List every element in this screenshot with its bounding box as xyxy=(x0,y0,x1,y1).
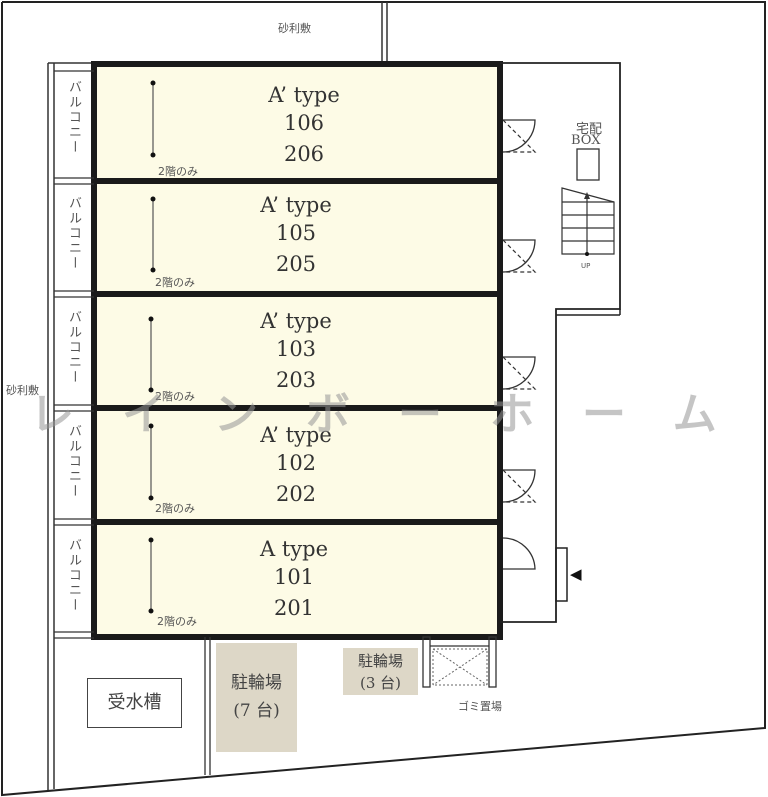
unit-number-1f: 105 xyxy=(275,221,317,245)
unit-105-205[interactable]: A’ type 105 205 xyxy=(216,192,376,280)
unit-type: A’ type xyxy=(260,309,332,333)
water-tank: 受水槽 xyxy=(87,678,182,728)
watermark: レインボーホーム xyxy=(30,389,765,440)
units-fill xyxy=(96,66,498,635)
balcony-label: バルコニー xyxy=(66,196,81,271)
second-floor-only-note: 2階のみ xyxy=(155,276,195,289)
door-swings xyxy=(502,119,536,570)
unit-number-1f: 101 xyxy=(273,565,315,589)
balcony-label: バルコニー xyxy=(66,424,81,499)
entrance-arrow-icon: ◀ xyxy=(570,565,582,583)
garbage-area-label: ゴミ置場 xyxy=(458,700,502,713)
gravel-left-label: 砂利敷 xyxy=(6,384,39,397)
second-floor-only-note: 2階のみ xyxy=(155,390,195,403)
bike-parking-label: 駐輪場 xyxy=(231,673,282,693)
stairs xyxy=(561,187,615,255)
unit-number-2f: 206 xyxy=(283,142,325,166)
unit-number-2f: 202 xyxy=(275,482,317,506)
bike-parking-small[interactable]: 駐輪場 (3 台) xyxy=(343,648,418,695)
balcony-label: バルコニー xyxy=(66,80,81,155)
unit-number-1f: 103 xyxy=(275,337,317,361)
unit-102-202[interactable]: A’ type 102 202 xyxy=(216,422,376,510)
unit-number-2f: 205 xyxy=(275,252,317,276)
bike-parking-large[interactable]: 駐輪場 (7 台) xyxy=(216,643,297,752)
second-floor-only-note: 2階のみ xyxy=(155,502,195,515)
delivery-box-label: 宅配 xyxy=(576,118,602,137)
bike-parking-label: 駐輪場 xyxy=(357,652,403,670)
unit-type: A’ type xyxy=(260,423,332,447)
unit-number-1f: 106 xyxy=(283,111,325,135)
stairs-up-label: UP xyxy=(581,262,591,270)
bike-parking-capacity: (3 台) xyxy=(359,674,402,692)
unit-number-2f: 201 xyxy=(273,596,315,620)
bike-parking-capacity: (7 台) xyxy=(233,701,280,721)
unit-103-203[interactable]: A’ type 103 203 xyxy=(216,308,376,396)
balcony-label: バルコニー xyxy=(66,538,81,613)
unit-type: A’ type xyxy=(260,193,332,217)
unit-type: A’ type xyxy=(268,83,340,107)
unit-number-2f: 203 xyxy=(275,368,317,392)
delivery-box-line1: 宅配 xyxy=(576,122,603,137)
balcony-label: バルコニー xyxy=(66,310,81,385)
unit-106-206[interactable]: A’ type 106 206 xyxy=(224,82,384,170)
unit-type: A type xyxy=(259,537,328,561)
gravel-top-label: 砂利敷 xyxy=(278,22,311,35)
second-floor-only-note: 2階のみ xyxy=(157,615,197,628)
unit-101-201[interactable]: A type 101 201 xyxy=(214,536,374,624)
unit-number-1f: 102 xyxy=(275,451,317,475)
delivery-box-line2: BOX xyxy=(571,133,601,148)
second-floor-only-note: 2階のみ xyxy=(158,165,198,178)
